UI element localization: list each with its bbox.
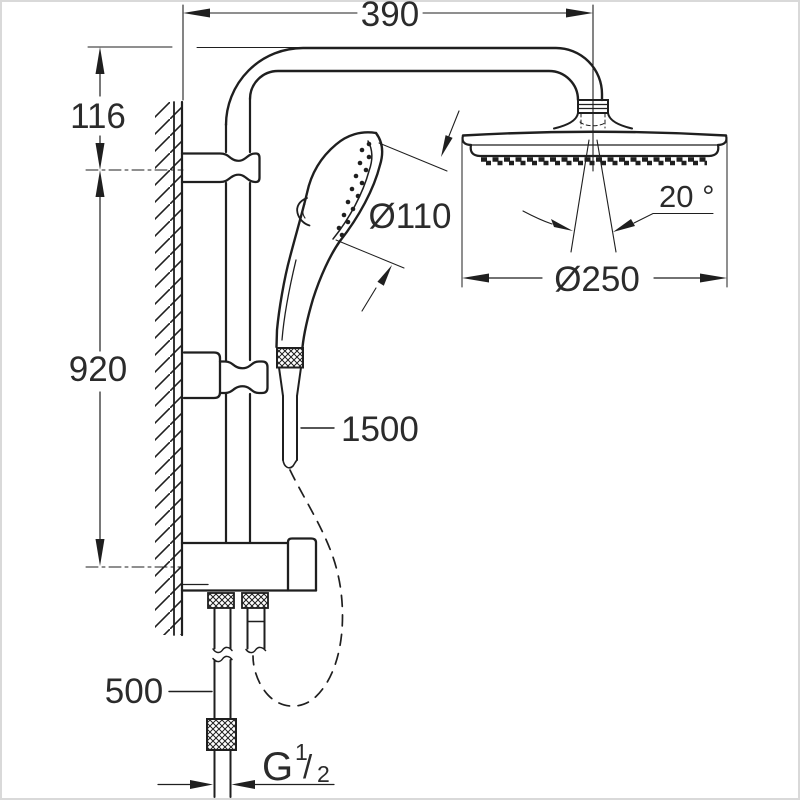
thread-denominator-label: 2 — [317, 761, 330, 787]
dimension-920 — [85, 170, 182, 568]
dim-arm-width-label: 390 — [361, 0, 419, 34]
hanger-hook — [296, 197, 311, 227]
arrow-right-icon — [700, 273, 727, 283]
dim-hand-shower-diameter-label: Ø110 — [368, 197, 451, 236]
arm-nut — [577, 99, 609, 114]
dimension-390 — [182, 4, 594, 172]
arrow-up-icon — [95, 170, 105, 197]
arrow-left-icon — [462, 273, 489, 283]
arrow-icon — [441, 135, 453, 157]
dim-hose-length-label: 1500 — [341, 410, 419, 449]
arrow-icon — [377, 265, 392, 286]
arrow-left-icon — [231, 780, 255, 789]
linework — [85, 4, 728, 798]
supply-pipe — [206, 607, 237, 798]
shower-arm — [196, 46, 604, 127]
hand-shower-nozzles — [336, 141, 372, 238]
wall-bracket-top — [180, 152, 261, 184]
dimension-116 — [85, 46, 184, 171]
shower-hose-dashed — [252, 469, 344, 707]
connection-nut — [241, 592, 269, 609]
hand-shower-face — [338, 131, 384, 243]
dimension-110 — [335, 110, 460, 312]
arrow-right-icon — [190, 780, 213, 789]
annotation-spray-angle — [522, 139, 714, 253]
thread-numerator-label: 1 — [295, 739, 308, 765]
hand-shower — [275, 131, 384, 469]
dimension-250 — [461, 139, 728, 288]
arrow-up-icon — [95, 47, 105, 74]
hose-outlet-stub — [245, 607, 267, 654]
arrow-icon — [551, 219, 573, 231]
glide-bracket — [182, 351, 269, 400]
dim-lower-offset-label: 500 — [105, 672, 163, 711]
diverter-body — [180, 537, 318, 609]
head-disc-bottom — [469, 143, 720, 158]
dim-head-diameter-label: Ø250 — [554, 260, 640, 299]
thread-size-label: G 1 / 2 — [262, 739, 330, 789]
arrow-down-icon — [95, 143, 105, 170]
arrow-left-icon — [183, 8, 210, 18]
thread-slash-label: / — [303, 748, 313, 785]
dimension-thread — [157, 780, 335, 789]
arrow-right-icon — [566, 8, 593, 18]
arrow-icon — [613, 219, 635, 232]
head-disc-top — [461, 130, 728, 137]
connection-nut — [207, 592, 235, 609]
hose-cone — [278, 366, 302, 397]
dim-top-offset-label: 116 — [70, 97, 126, 136]
wall-section — [155, 100, 184, 637]
thread-nut — [206, 718, 237, 751]
thread-g-label: G — [262, 745, 293, 789]
head-cone — [553, 112, 579, 130]
head-shower — [461, 99, 728, 166]
shower-rail-pipe — [224, 97, 252, 544]
diverter-outlet-block — [286, 537, 318, 592]
dim-rail-length-label: 920 — [69, 350, 127, 389]
arrow-down-icon — [95, 539, 105, 566]
spray-angle-label: 20 ° — [659, 179, 715, 214]
hand-shower-nut — [276, 347, 304, 369]
